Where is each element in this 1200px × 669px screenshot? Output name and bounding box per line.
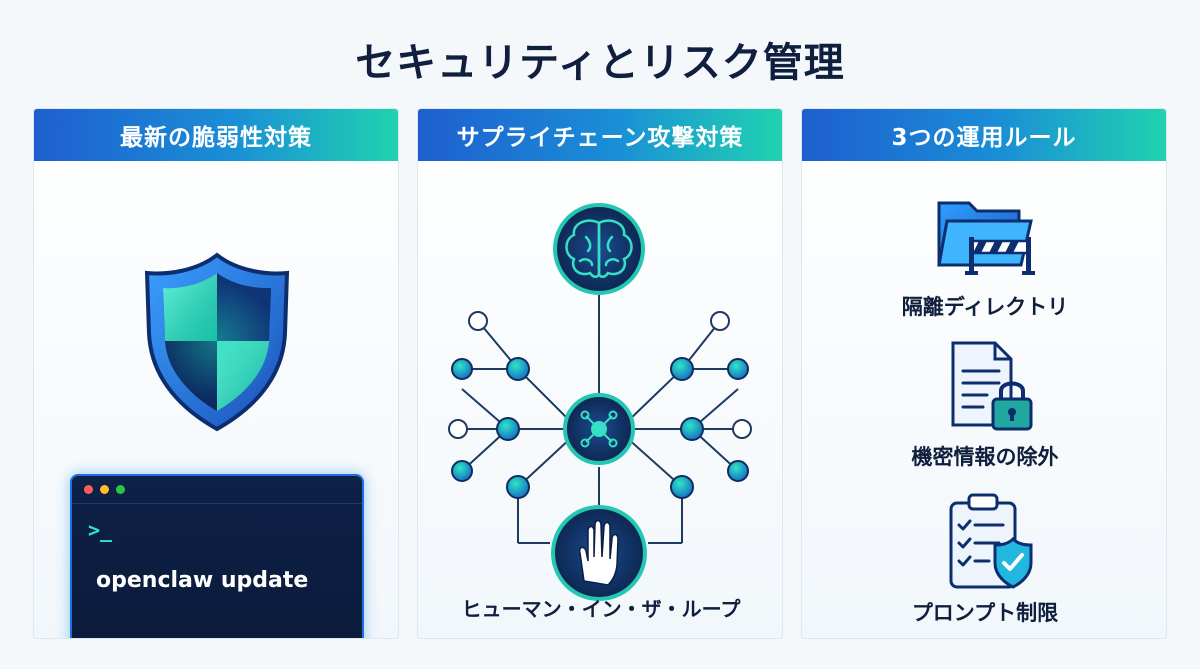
human-in-the-loop-label: ヒューマン・イン・ザ・ループ <box>461 597 741 621</box>
folder-barrier-icon <box>935 189 1039 279</box>
terminal-titlebar <box>72 476 362 504</box>
panel-vulnerability: 最新の脆弱性対策 <box>33 108 399 639</box>
supply-chain-network-diagram <box>448 203 752 601</box>
page-title: セキュリティとリスク管理 <box>355 40 845 86</box>
panel-header-operation-rules: 3つの運用ルール <box>802 109 1166 161</box>
terminal-window: >_ openclaw update <box>70 474 364 638</box>
checklist-shield-icon <box>943 491 1039 591</box>
panel-header-vulnerability: 最新の脆弱性対策 <box>34 109 398 161</box>
close-dot-icon <box>84 485 93 494</box>
minimize-dot-icon <box>100 485 109 494</box>
rule-label-prompt-restriction: プロンプト制限 <box>911 601 1059 625</box>
shield-icon <box>127 241 307 441</box>
rule-label-isolated-directory: 隔離ディレクトリ <box>901 295 1069 319</box>
terminal-command: openclaw update <box>96 568 309 593</box>
rule-label-exclude-secrets: 機密情報の除外 <box>911 445 1059 469</box>
panel-supply-chain: サプライチェーン攻撃対策 <box>417 108 783 639</box>
hand-stop-icon <box>551 505 647 601</box>
document-lock-icon <box>945 339 1035 433</box>
brain-icon <box>553 203 645 295</box>
terminal-prompt: >_ <box>88 518 113 542</box>
maximize-dot-icon <box>116 485 125 494</box>
panel-header-supply-chain: サプライチェーン攻撃対策 <box>418 109 782 161</box>
panel-operation-rules: 3つの運用ルール <box>801 108 1167 639</box>
network-hub-icon <box>563 393 635 465</box>
